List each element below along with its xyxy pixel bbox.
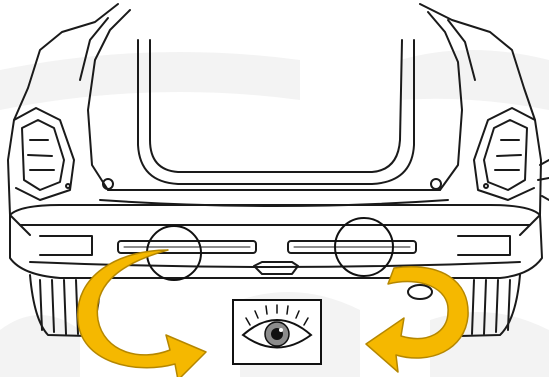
eye-icon (233, 300, 321, 364)
rotate-arrow-left-icon (78, 250, 206, 377)
